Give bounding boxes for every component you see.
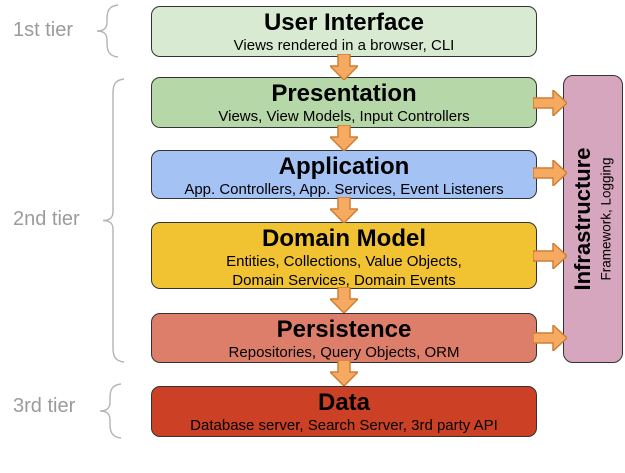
arrow-down-icon-ui-presentation [330, 54, 358, 80]
layer-presentation-title: Presentation [271, 80, 417, 107]
brace-1st-tier [96, 4, 119, 58]
layer-data-subtitle: Database server, Search Server, 3rd part… [190, 417, 498, 434]
layer-infrastructure: Infrastructure Framework, Logging [563, 75, 623, 363]
layer-presentation-subtitle: Views, View Models, Input Controllers [218, 108, 470, 125]
arrow-down-icon-application-domain [330, 197, 358, 223]
layer-user-interface-title: User Interface [263, 9, 425, 36]
arrow-down-icon-persistence-data [330, 360, 358, 386]
arrow-right-icon-domain-infrastructure [533, 243, 567, 269]
layer-application-title: Application [278, 153, 410, 180]
layer-infrastructure-title: Infrastructure [570, 147, 595, 291]
layer-data-title: Data [317, 389, 371, 416]
layer-domain-model-subtitle: Entities, Collections, Value Objects, Do… [226, 253, 462, 289]
arrow-right-icon-application-infrastructure [533, 160, 567, 186]
arrow-right-icon-persistence-infrastructure [533, 325, 567, 351]
arrow-down-icon-presentation-application [330, 125, 358, 151]
layer-persistence-subtitle: Repositories, Query Objects, ORM [228, 344, 460, 361]
arrow-right-icon-presentation-infrastructure [533, 90, 567, 116]
layer-application: Application App. Controllers, App. Servi… [151, 150, 537, 199]
layer-domain-model-title: Domain Model [261, 225, 426, 252]
layer-persistence-title: Persistence [276, 316, 412, 343]
tier-label-3rd: 3rd tier [13, 395, 76, 417]
layer-user-interface-subtitle: Views rendered in a browser, CLI [233, 37, 455, 54]
layer-presentation: Presentation Views, View Models, Input C… [151, 77, 537, 128]
tier-label-1st: 1st tier [13, 19, 74, 41]
brace-2nd-tier [102, 78, 125, 363]
brace-3rd-tier [99, 383, 122, 439]
layer-domain-model: Domain Model Entities, Collections, Valu… [151, 222, 537, 289]
layer-user-interface: User Interface Views rendered in a brows… [151, 6, 537, 57]
arrow-down-icon-domain-persistence [330, 287, 358, 313]
layer-infrastructure-subtitle: Framework, Logging [598, 157, 614, 281]
layer-application-subtitle: App. Controllers, App. Services, Event L… [184, 181, 504, 198]
layer-persistence: Persistence Repositories, Query Objects,… [151, 313, 537, 363]
layer-data: Data Database server, Search Server, 3rd… [151, 386, 537, 437]
tier-label-2nd: 2nd tier [13, 208, 80, 230]
